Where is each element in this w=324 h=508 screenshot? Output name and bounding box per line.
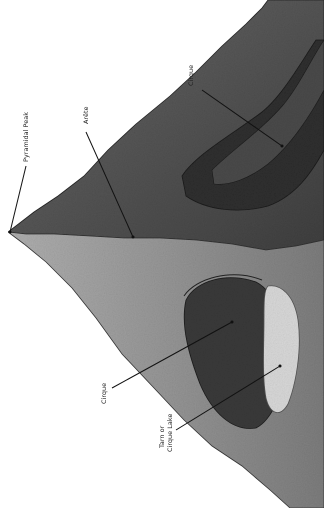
tarn-label-line1: Tarn or — [158, 425, 166, 449]
cirque-upper-label: Cirque — [187, 65, 195, 86]
tarn-label-line2: Cirque Lake — [166, 414, 174, 452]
pyramidal-peak-label: Pyramidal Peak — [22, 112, 30, 162]
cirque-upper-dot — [281, 145, 284, 148]
arete-dot — [132, 236, 135, 239]
cirque-lower-dot — [231, 321, 234, 324]
tarn-dot — [279, 365, 282, 368]
pyramidal-peak-dot — [9, 231, 12, 234]
arete-label: Arête — [82, 106, 90, 124]
cirque-lower-label: Cirque — [100, 383, 108, 404]
